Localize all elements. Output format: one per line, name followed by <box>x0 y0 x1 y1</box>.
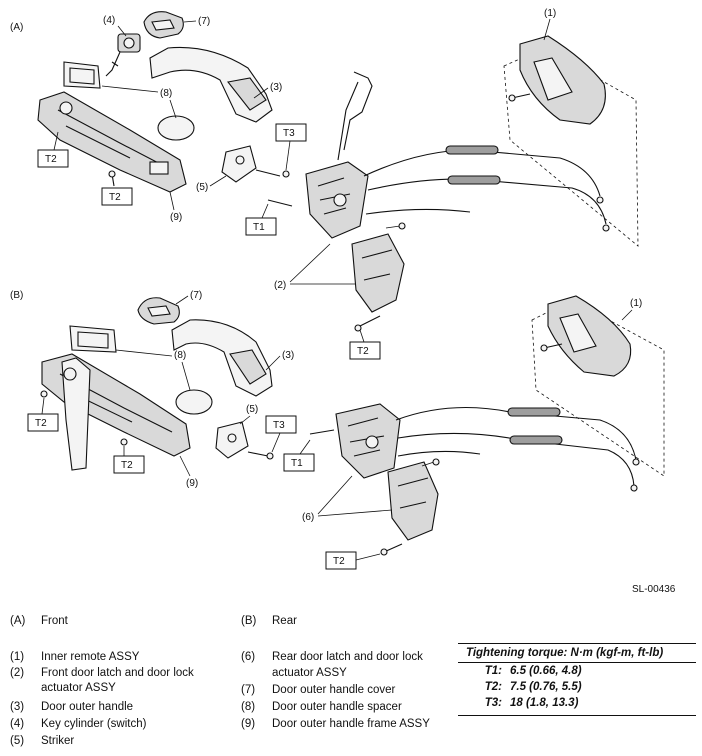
figure-id: SL-00436 <box>632 584 676 595</box>
legend-num: (4) <box>10 718 25 730</box>
torque-tag-t2-a1 <box>37 149 69 168</box>
cables-b <box>395 406 640 492</box>
legend-text: actuator ASSY <box>41 682 116 694</box>
handle-spacer-a <box>63 61 195 141</box>
torque-tag-t1-b <box>283 453 315 472</box>
torque-tag-t2-b1-label: T2 <box>35 418 47 429</box>
handle-cover-b <box>137 297 180 325</box>
torque-tag-t3-a <box>275 123 307 142</box>
rear-latch-assy <box>335 403 439 541</box>
callout-5-a: (5) <box>196 182 208 193</box>
callout-5-b: (5) <box>246 404 258 415</box>
torque-row: T3: 18 (1.8, 13.3) <box>466 697 579 709</box>
handle-spacer-b <box>69 325 213 415</box>
legend-left: (A) Front (1) Inner remote ASSY (2) Fron… <box>10 614 240 752</box>
callout-6: (6) <box>302 512 314 523</box>
torque-tag-t2-b3 <box>325 551 357 570</box>
legend-num: (A) <box>10 615 26 627</box>
torque-rule-top <box>458 643 696 644</box>
legend-text: Front door latch and door lock <box>41 667 194 679</box>
legend-num: (2) <box>10 667 25 679</box>
torque-rule-mid <box>458 662 696 663</box>
callout-7-b: (7) <box>190 290 202 301</box>
section-b-label: (B) <box>10 290 23 301</box>
callout-9-a: (9) <box>170 212 182 223</box>
torque-tag-t2-a2-label: T2 <box>109 192 121 203</box>
legend-text: Striker <box>41 735 75 747</box>
torque-tag-t2-b1 <box>27 413 59 432</box>
torque-row: T1: 6.5 (0.66, 4.8) <box>466 665 582 677</box>
callout-2: (2) <box>274 280 286 291</box>
torque-tag-t3-b <box>265 415 297 434</box>
outer-handle-b <box>171 319 273 397</box>
torque-tag-t2-a2 <box>101 187 133 206</box>
callout-1-a: (1) <box>544 8 556 19</box>
callout-1-b: (1) <box>630 298 642 309</box>
striker-a <box>221 145 281 183</box>
legend-text: Door outer handle frame ASSY <box>272 718 430 730</box>
section-a-label: (A) <box>10 22 23 33</box>
striker-b <box>215 421 269 459</box>
torque-key: T1: <box>484 665 502 677</box>
handle-frame-a <box>37 91 187 193</box>
legend-num: (B) <box>241 615 257 627</box>
legend-num: (7) <box>241 684 256 696</box>
legend-text: Key cylinder (switch) <box>41 718 147 730</box>
torque-header: Tightening torque: N·m (kgf-m, ft-lb) <box>466 647 664 659</box>
callout-3-b: (3) <box>282 350 294 361</box>
legend-num: (9) <box>241 718 256 730</box>
torque-key: T2: <box>484 681 502 693</box>
legend-num: (8) <box>241 701 256 713</box>
outer-handle-a <box>149 46 273 123</box>
legend-text: actuator ASSY <box>272 667 347 679</box>
legend-num: (3) <box>10 701 25 713</box>
callout-7-a: (7) <box>198 16 210 27</box>
torque-tag-t2-b2-label: T2 <box>121 460 133 471</box>
legend-right: (B) Rear (6) Rear door latch and door lo… <box>241 614 456 734</box>
torque-tag-t1-b-label: T1 <box>291 458 303 469</box>
torque-table: Tightening torque: N·m (kgf-m, ft-lb) T1… <box>458 643 696 716</box>
callout-4: (4) <box>103 15 115 26</box>
callout-8-a: (8) <box>160 88 172 99</box>
torque-rule-bottom <box>458 715 696 716</box>
exploded-view-diagram: (A) (4) (7) (3) (8) (9) T2 T2 <box>10 8 676 595</box>
torque-tag-t3-a-label: T3 <box>283 128 295 139</box>
legend-text: Front <box>41 615 68 627</box>
key-cylinder-a <box>105 33 141 77</box>
inner-remote-a <box>503 35 639 247</box>
callout-9-b: (9) <box>186 478 198 489</box>
inner-remote-b <box>531 295 665 477</box>
torque-value: 7.5 (0.76, 5.5) <box>510 681 582 693</box>
legend-num: (1) <box>10 651 25 663</box>
legend-text: Inner remote ASSY <box>41 651 140 663</box>
handle-cover-a <box>143 11 184 39</box>
legend-text: Door outer handle spacer <box>272 701 402 713</box>
torque-row: T2: 7.5 (0.76, 5.5) <box>466 681 582 693</box>
legend-text: Rear door latch and door lock <box>272 651 423 663</box>
legend-num: (6) <box>241 651 256 663</box>
callout-8-b: (8) <box>174 350 186 361</box>
torque-tag-t2-b3-label: T2 <box>333 556 345 567</box>
legend-text: Rear <box>272 615 297 627</box>
front-latch-assy <box>305 161 405 313</box>
torque-tag-t2-a1-label: T2 <box>45 154 57 165</box>
legend-num: (5) <box>10 735 25 747</box>
torque-value: 18 (1.8, 13.3) <box>510 697 579 709</box>
legend-text: Door outer handle <box>41 701 134 713</box>
torque-value: 6.5 (0.66, 4.8) <box>510 665 582 677</box>
cables-a <box>363 145 610 232</box>
torque-tag-t2-b2 <box>113 455 145 474</box>
torque-tag-t2-a3 <box>349 341 381 360</box>
torque-tag-t1-a <box>245 217 277 236</box>
torque-tag-t1-a-label: T1 <box>253 222 265 233</box>
torque-tag-t3-b-label: T3 <box>273 420 285 431</box>
torque-tag-t2-a3-label: T2 <box>357 346 369 357</box>
handle-frame-b <box>41 353 191 471</box>
torque-key: T3: <box>484 697 502 709</box>
callout-3-a: (3) <box>270 82 282 93</box>
legend-text: Door outer handle cover <box>272 684 396 696</box>
